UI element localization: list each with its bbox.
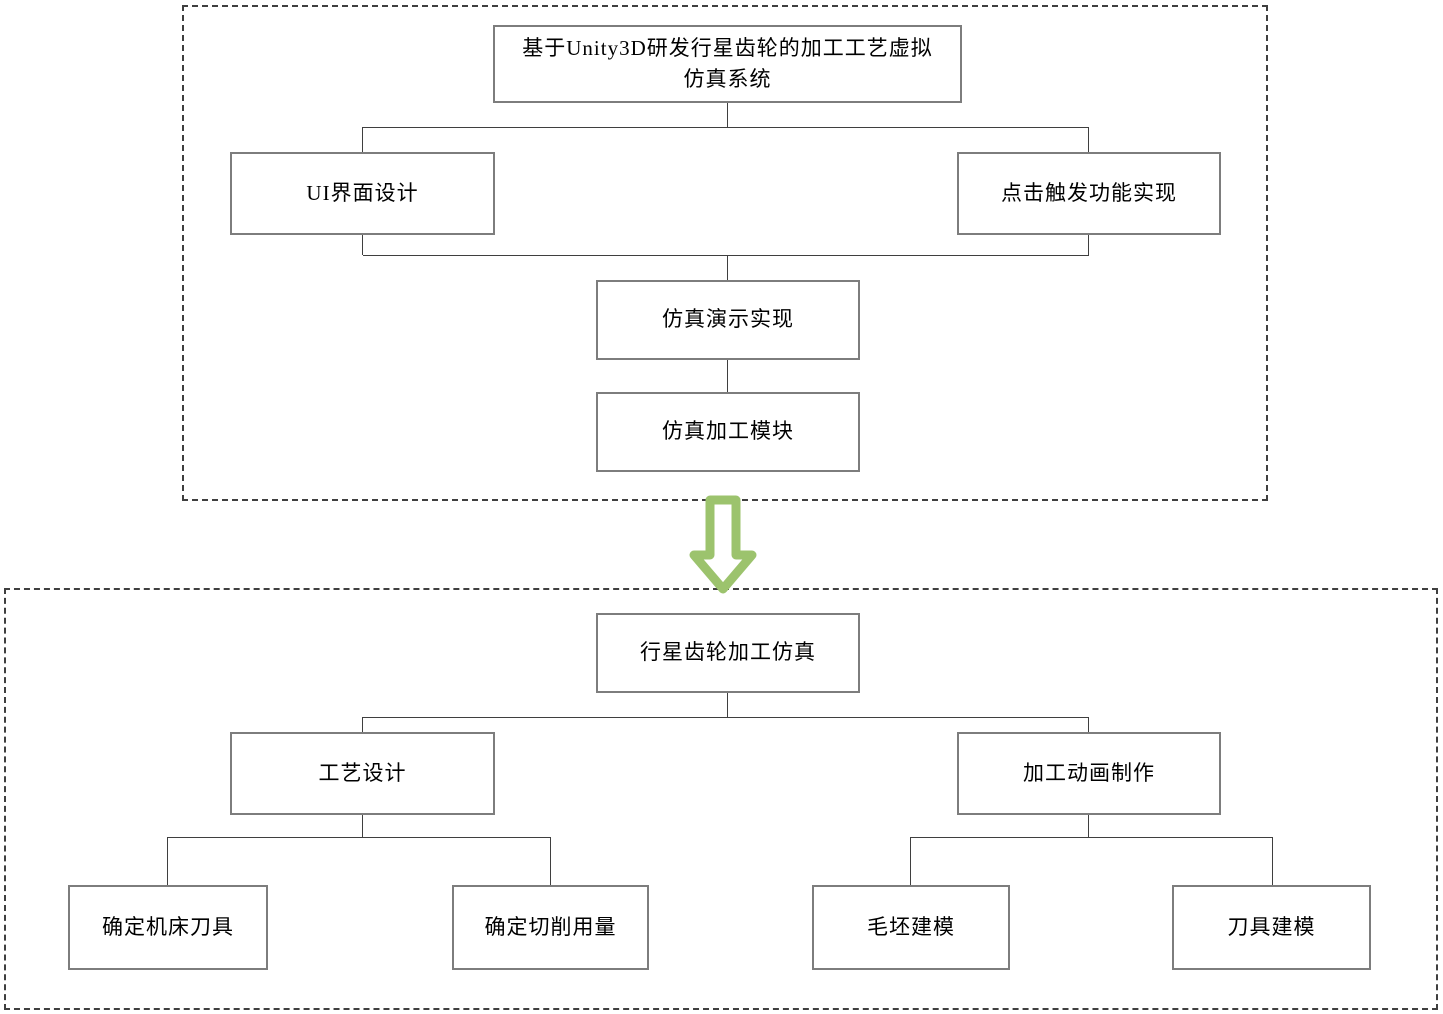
animation-production-label: 加工动画制作: [1023, 760, 1155, 785]
hollow-down-arrow-icon: [689, 495, 757, 594]
connector-to-blank-modeling: [910, 837, 911, 885]
connector-to-cutting-params: [550, 837, 551, 885]
node-cutting-parameters: 确定切削用量: [452, 885, 649, 970]
connector-to-machine-tool: [167, 837, 168, 885]
connector-to-tool-modeling: [1272, 837, 1273, 885]
process-design-label: 工艺设计: [318, 760, 407, 785]
section-link-arrow: [685, 494, 761, 598]
connector-to-animation: [1088, 717, 1089, 732]
connector-process-hbar: [168, 837, 551, 838]
connector-demo-to-module: [727, 360, 728, 392]
gear-machining-simulation-label: 行星齿轮加工仿真: [640, 640, 816, 665]
tool-modeling-label: 刀具建模: [1227, 914, 1316, 939]
machine-tool-selection-label: 确定机床刀具: [102, 914, 234, 939]
node-process-design: 工艺设计: [230, 732, 495, 815]
connector-to-click-trigger: [1088, 127, 1089, 152]
node-tool-modeling: 刀具建模: [1172, 885, 1371, 970]
connector-top-hbar: [363, 127, 1089, 128]
node-blank-modeling: 毛坯建模: [812, 885, 1010, 970]
click-trigger-label: 点击触发功能实现: [1001, 180, 1177, 205]
connector-click-trigger-down: [1088, 235, 1089, 255]
system-title-line1: 基于Unity3D研发行星齿轮的加工工艺虚拟: [522, 35, 933, 60]
node-simulation-module: 仿真加工模块: [596, 392, 860, 472]
connector-title-down: [727, 103, 728, 127]
connector-merge-hbar: [363, 255, 1089, 256]
connector-process-design-down: [362, 815, 363, 837]
connector-gear-hbar: [363, 717, 1089, 718]
node-ui-design: UI界面设计: [230, 152, 495, 235]
connector-to-process-design: [362, 717, 363, 732]
node-animation-production: 加工动画制作: [957, 732, 1221, 815]
node-simulation-demo: 仿真演示实现: [596, 280, 860, 360]
system-title-line2: 仿真系统: [683, 67, 772, 91]
ui-design-label: UI界面设计: [306, 180, 419, 205]
node-click-trigger: 点击触发功能实现: [957, 152, 1221, 235]
blank-modeling-label: 毛坯建模: [867, 914, 955, 939]
simulation-module-label: 仿真加工模块: [662, 419, 794, 444]
connector-to-ui-design: [362, 127, 363, 152]
connector-ui-design-down: [362, 235, 363, 255]
connector-animation-down: [1088, 815, 1089, 837]
connector-to-simulation-demo: [727, 255, 728, 280]
simulation-demo-label: 仿真演示实现: [662, 307, 794, 332]
cutting-parameters-label: 确定切削用量: [484, 914, 617, 939]
connector-animation-hbar: [911, 837, 1273, 838]
node-machine-tool-selection: 确定机床刀具: [68, 885, 268, 970]
node-system-title: 基于Unity3D研发行星齿轮的加工工艺虚拟 仿真系统: [493, 25, 962, 103]
node-gear-machining-simulation: 行星齿轮加工仿真: [596, 613, 860, 693]
connector-gear-root-down: [727, 693, 728, 717]
